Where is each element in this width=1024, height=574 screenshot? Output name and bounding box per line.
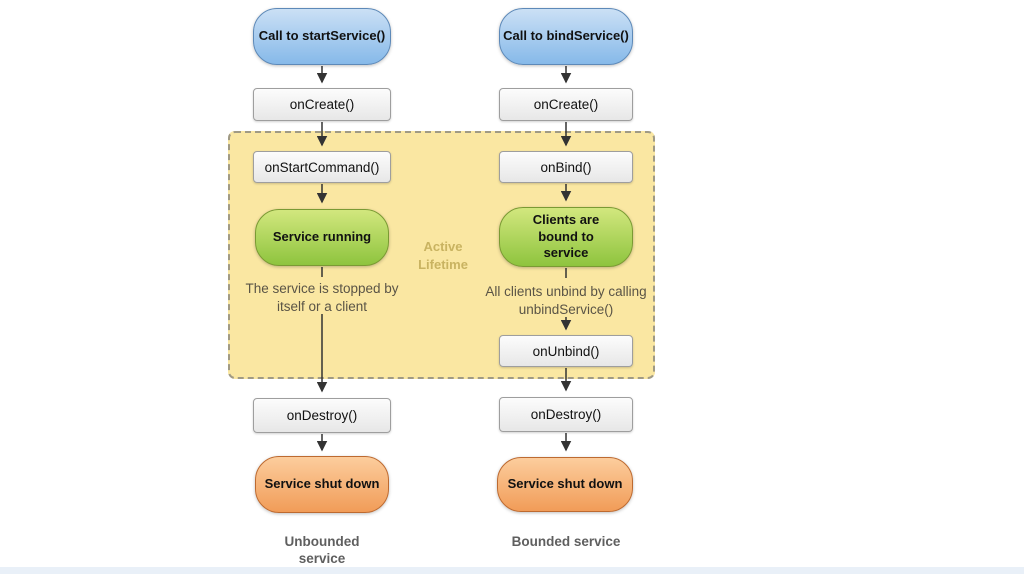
- ondestroy-node-right: onDestroy(): [499, 397, 633, 432]
- onbind-node: onBind(): [499, 151, 633, 183]
- start-service-call-node: Call to startService(): [253, 8, 391, 65]
- oncreate-node-left: onCreate(): [253, 88, 391, 121]
- service-stopped-note: The service is stopped by itself or a cl…: [245, 281, 399, 314]
- bounded-service-label: Bounded service: [511, 534, 621, 549]
- oncreate-node-right: onCreate(): [499, 88, 633, 121]
- active-lifetime-label: Active Lifetime: [418, 239, 468, 272]
- onunbind-node: onUnbind(): [499, 335, 633, 367]
- service-shutdown-node-right: Service shut down: [497, 457, 633, 512]
- service-running-node: Service running: [255, 209, 389, 266]
- bottom-edge-strip: [0, 567, 1024, 574]
- ondestroy-node-left: onDestroy(): [253, 398, 391, 433]
- service-shutdown-node-left: Service shut down: [255, 456, 389, 513]
- bind-service-call-node: Call to bindService(): [499, 8, 633, 65]
- onstartcommand-node: onStartCommand(): [253, 151, 391, 183]
- unbounded-service-label: Unbounded service: [284, 534, 360, 566]
- clients-bound-node: Clients are bound to service: [499, 207, 633, 267]
- clients-unbind-note: All clients unbind by calling unbindServ…: [485, 284, 647, 317]
